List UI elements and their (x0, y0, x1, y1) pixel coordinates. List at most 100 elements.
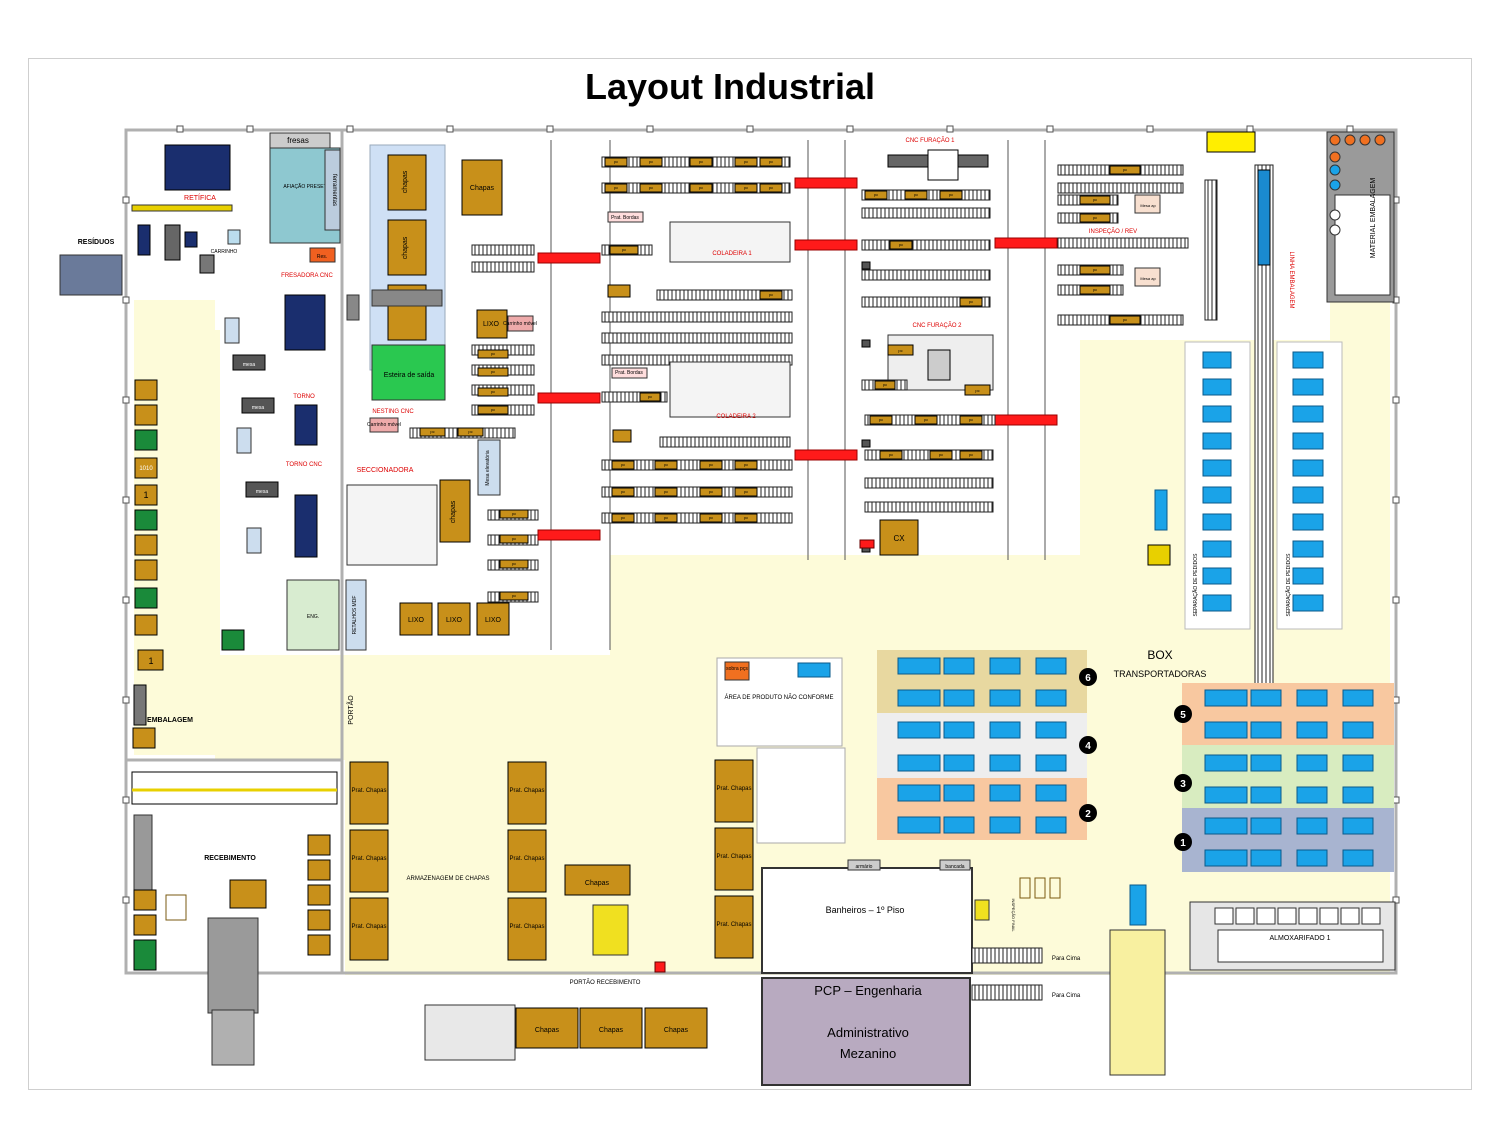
pc-box (611, 460, 635, 470)
eng-label: ENG. (307, 614, 319, 620)
torno-cnc-label: TORNO CNC (286, 462, 323, 468)
pc-box (959, 415, 983, 425)
barrel (1374, 134, 1386, 146)
chapas-label: chapas (402, 170, 409, 193)
pallet-stack (134, 457, 158, 479)
roller-conveyor (861, 296, 991, 308)
roller-conveyor (861, 269, 991, 281)
banheiros-area (761, 867, 973, 974)
banheiros-label: Banheiros – 1º Piso (826, 905, 905, 915)
blue-pallet (1292, 459, 1324, 477)
prat-chapas-label: Prat. Chapas (351, 788, 386, 794)
residuos-label: RESÍDUOS (78, 237, 115, 246)
pc-label: pc (1093, 267, 1097, 272)
pc-label: pc (699, 185, 703, 190)
blue-pallet (1202, 594, 1232, 612)
roller-conveyor (1057, 237, 1189, 249)
pallet-stack (132, 727, 156, 749)
bancada (939, 859, 971, 871)
blue-pallet (1292, 594, 1324, 612)
inspecao-label: INSPEÇÃO / REV (1089, 228, 1137, 235)
pc-box (964, 384, 991, 396)
pc-label: pc (744, 185, 748, 190)
cnc2-head (927, 349, 951, 381)
chapas-label: Chapas (664, 1027, 689, 1034)
pc-box (639, 183, 663, 193)
material-embalagem-inner (1334, 194, 1391, 296)
pc-box (874, 380, 896, 390)
cnc-furacao2-label: CNC FURAÇÃO 2 (912, 322, 962, 329)
mesa-label: mesa (256, 489, 268, 495)
pc-label: pc (744, 462, 748, 467)
pc-label: pc (924, 417, 928, 422)
lixo-box (437, 602, 471, 636)
pallet-empty (165, 894, 187, 921)
eng-room (286, 579, 340, 651)
blue-pallet (943, 689, 975, 707)
cx-box (879, 519, 919, 556)
blue-pallet (1202, 432, 1232, 450)
almox-shelf (1217, 929, 1384, 963)
cabinet (199, 254, 215, 274)
column-post (346, 294, 360, 321)
coladeira1-label: COLADEIRA 1 (712, 251, 752, 257)
embalagem-bench (133, 684, 147, 726)
prat-chapas-label: Prat. Chapas (509, 788, 544, 794)
pallet-stack (307, 909, 331, 931)
pallet-empty (1034, 877, 1046, 899)
box-number: 1 (1180, 838, 1186, 849)
transfer-conveyor (537, 529, 601, 541)
pc-label: pc (769, 292, 773, 297)
pc-box (499, 559, 529, 569)
pc-label: pc (649, 185, 653, 190)
almox-shelf (1361, 907, 1381, 925)
pc-box (959, 450, 983, 460)
pc-box (654, 513, 678, 523)
blue-pallet (989, 657, 1021, 675)
torno-cnc-machine (294, 494, 318, 558)
chapa-truck-load (515, 1007, 579, 1049)
retifica-label: RETÍFICA (184, 193, 216, 202)
cabinet (137, 224, 151, 256)
pc-box (699, 487, 723, 497)
para-cima-label: Para Cima (1052, 956, 1081, 962)
vertical-conveyor (1204, 179, 1218, 321)
pc-box (889, 240, 913, 250)
truck-cab (211, 1009, 255, 1066)
bancada-label: bancada (945, 864, 964, 870)
blue-pallet (897, 754, 941, 772)
linha-embalagem-label: LINHA EMBALAGEM (1288, 251, 1294, 308)
wall-post (646, 125, 654, 133)
transfer-conveyor (794, 449, 858, 461)
wall-post (1346, 125, 1354, 133)
separacao-label: SEPARAÇÃO DE PEDIDOS (1192, 553, 1199, 617)
pc-box (864, 190, 888, 200)
column-post (861, 339, 871, 348)
mesa-2 (241, 397, 275, 414)
pc-label: pc (614, 185, 618, 190)
pc-box (477, 387, 509, 397)
barrel (1344, 134, 1356, 146)
page-frame (28, 58, 1472, 1090)
chapas-label: Chapas (535, 1027, 560, 1034)
inspecao-final-box (974, 899, 990, 921)
chapa-stack (387, 219, 427, 276)
fresadora-machine (284, 294, 326, 351)
recebimento-label: RECEBIMENTO (204, 855, 256, 862)
transfer-conveyor (994, 237, 1058, 249)
pc-label: pc (949, 192, 953, 197)
mesa-elevatoria (477, 439, 501, 496)
ferramentas-label: ferramentas (331, 174, 337, 206)
blue-pallet (1292, 351, 1324, 369)
blue-pallet (989, 784, 1021, 802)
pc-label: pc (621, 462, 625, 467)
blue-pallet (1292, 378, 1324, 396)
carrinho-3 (246, 527, 262, 554)
almoxarifado-label: ALMOXARIFADO 1 (1269, 935, 1330, 942)
blue-pallet (1035, 754, 1067, 772)
pc-box (477, 367, 509, 377)
pc-label: pc (512, 511, 516, 516)
pc-box (654, 460, 678, 470)
lixo-label: LIXO (408, 617, 425, 624)
